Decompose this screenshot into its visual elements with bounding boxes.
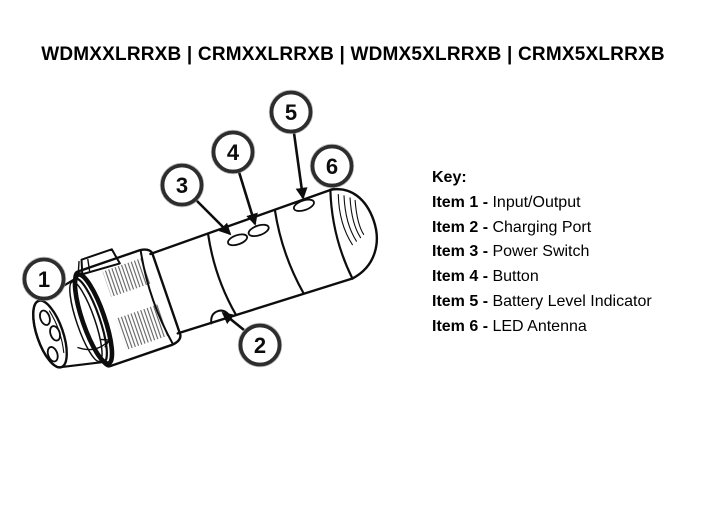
callout-2: 2: [237, 322, 283, 368]
knurl-texture-upper: [102, 257, 152, 298]
callout-number: 1: [38, 267, 50, 292]
power-switch-oval: [227, 233, 249, 247]
latch-tab: [80, 248, 121, 276]
face-inner-arc: [48, 310, 65, 354]
callout-arrow-4: [237, 171, 258, 226]
callout-halo: [309, 143, 355, 189]
callout-1: 1: [21, 256, 67, 302]
callout-circle: [310, 144, 354, 188]
key-item-1: Item 1 - Input/Output: [432, 191, 652, 216]
key-item-description: Power Switch: [492, 243, 590, 261]
key-item-label: Item 1 -: [432, 193, 489, 211]
pin-hole: [39, 309, 51, 326]
callout-number: 6: [326, 154, 338, 179]
key-item-description: LED Antenna: [492, 317, 587, 335]
key-heading: Key:: [432, 169, 467, 186]
knurl-texture-lower: [115, 304, 169, 351]
callout-number: 5: [285, 100, 297, 125]
latch-tab-line: [87, 258, 91, 272]
gasket-ring: [72, 272, 115, 366]
tube-bottom-edge: [176, 277, 354, 335]
callout-4: 4: [210, 129, 256, 175]
barrel-swoosh: [77, 339, 110, 351]
key-item-description: Button: [492, 268, 539, 286]
callout-circle: [22, 257, 66, 301]
callout-number: 4: [227, 140, 240, 165]
xlr-face: [32, 299, 68, 369]
cap-ring: [329, 188, 354, 280]
pin-hole: [46, 346, 59, 363]
callout-circle: [211, 130, 255, 174]
key-item-label: Item 3 -: [432, 243, 489, 261]
key-item-5: Item 5 - Battery Level Indicator: [432, 290, 652, 315]
key-item-description: Charging Port: [492, 218, 592, 236]
key-item-4: Item 4 - Button: [432, 265, 652, 290]
collar-end-ring: [139, 248, 175, 346]
page-title: WDMXXLRRXB | CRMXXLRRXB | WDMX5XLRRXB | …: [41, 44, 665, 65]
callout-number: 2: [254, 333, 266, 358]
callout-halo: [268, 89, 314, 135]
callout-arrows: [195, 132, 308, 332]
callout-5: 5: [268, 89, 314, 135]
callout-halo: [21, 256, 67, 302]
key-item-description: Input/Output: [492, 193, 581, 211]
key-item-2: Item 2 - Charging Port: [432, 216, 652, 241]
callout-arrow-3: [195, 199, 232, 236]
key-item-label: Item 5 -: [432, 292, 489, 310]
key-legend: Key: Item 1 - Input/Output Item 2 - Char…: [432, 166, 652, 340]
cap-hatch-line: [337, 193, 353, 246]
callout-6: 6: [309, 143, 355, 189]
barrel-swoosh-hook: [100, 338, 110, 348]
callout-circle: [238, 323, 282, 367]
callout-halo: [237, 322, 283, 368]
key-item-3: Item 3 - Power Switch: [432, 240, 652, 265]
key-item-6: Item 6 - LED Antenna: [432, 315, 652, 340]
callout-halo: [210, 129, 256, 175]
key-item-label: Item 2 -: [432, 218, 489, 236]
button-oval: [247, 223, 270, 238]
callout-arrow-5: [292, 132, 308, 200]
callout-halo: [159, 162, 205, 208]
led-antenna-cap: [329, 187, 378, 280]
callout-number: 3: [176, 173, 188, 198]
battery-indicator-oval: [292, 198, 315, 212]
cap-hatch-line: [349, 197, 362, 239]
key-item-label: Item 6 -: [432, 317, 489, 335]
tube-ring: [206, 232, 237, 316]
cap-hatch-line: [343, 195, 358, 242]
tube-ring: [273, 208, 305, 295]
xlr-device-drawing: [32, 187, 378, 369]
key-item-label: Item 4 -: [432, 268, 489, 286]
cap-hatch-line: [354, 199, 365, 236]
callout-arrow-2: [221, 311, 245, 332]
callout-circle: [269, 90, 313, 134]
callout-circle: [160, 163, 204, 207]
callout-3: 3: [159, 162, 205, 208]
key-item-description: Battery Level Indicator: [492, 292, 652, 310]
nose-ring: [69, 281, 103, 363]
